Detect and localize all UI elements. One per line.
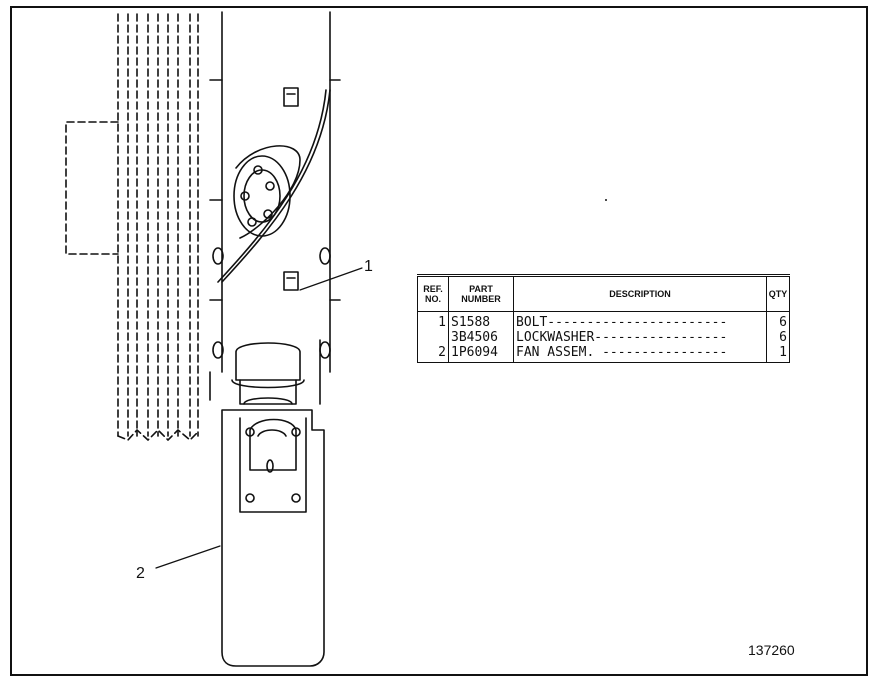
table-row: 1 S1588 BOLT----------------------- 6 <box>417 311 790 330</box>
fan-hub-drawing <box>217 89 331 283</box>
callout-1: 1 <box>364 258 373 275</box>
cell-qty: 6 <box>766 311 790 330</box>
cell-part-number: 3B4506 <box>448 330 514 345</box>
leader-line-1 <box>299 267 363 291</box>
header-description: DESCRIPTION <box>513 275 767 312</box>
cell-description: FAN ASSEM. ---------------- <box>513 345 767 363</box>
parts-table-header: REF. NO. PART NUMBER DESCRIPTION QTY <box>417 275 790 312</box>
figure-number: 137260 <box>748 642 795 658</box>
header-ref-no: REF. NO. <box>417 275 449 312</box>
callout-2: 2 <box>136 565 145 582</box>
cell-qty: 1 <box>766 345 790 363</box>
cell-part-number: S1588 <box>448 311 514 330</box>
table-row: 2 1P6094 FAN ASSEM. ---------------- 1 <box>417 345 790 363</box>
table-row: 3B4506 LOCKWASHER----------------- 6 <box>417 330 790 345</box>
parts-table: REF. NO. PART NUMBER DESCRIPTION QTY 1 S… <box>417 274 790 363</box>
cell-ref: 2 <box>417 345 449 363</box>
cell-description: LOCKWASHER----------------- <box>513 330 767 345</box>
fan-blade-drawing <box>221 409 325 667</box>
cell-description: BOLT----------------------- <box>513 311 767 330</box>
parts-table-body: 1 S1588 BOLT----------------------- 6 3B… <box>417 311 790 363</box>
pulley-drawing <box>65 13 199 441</box>
header-part-number: PART NUMBER <box>448 275 514 312</box>
shaft-drawing <box>231 342 305 405</box>
cell-ref: 1 <box>417 311 449 330</box>
header-qty: QTY <box>766 275 790 312</box>
leader-line-2 <box>155 545 221 569</box>
shroud-drawing <box>209 11 341 405</box>
cell-part-number: 1P6094 <box>448 345 514 363</box>
figure-frame <box>10 6 868 676</box>
cell-qty: 6 <box>766 330 790 345</box>
cell-ref <box>417 330 449 345</box>
leader-lines <box>155 267 363 569</box>
